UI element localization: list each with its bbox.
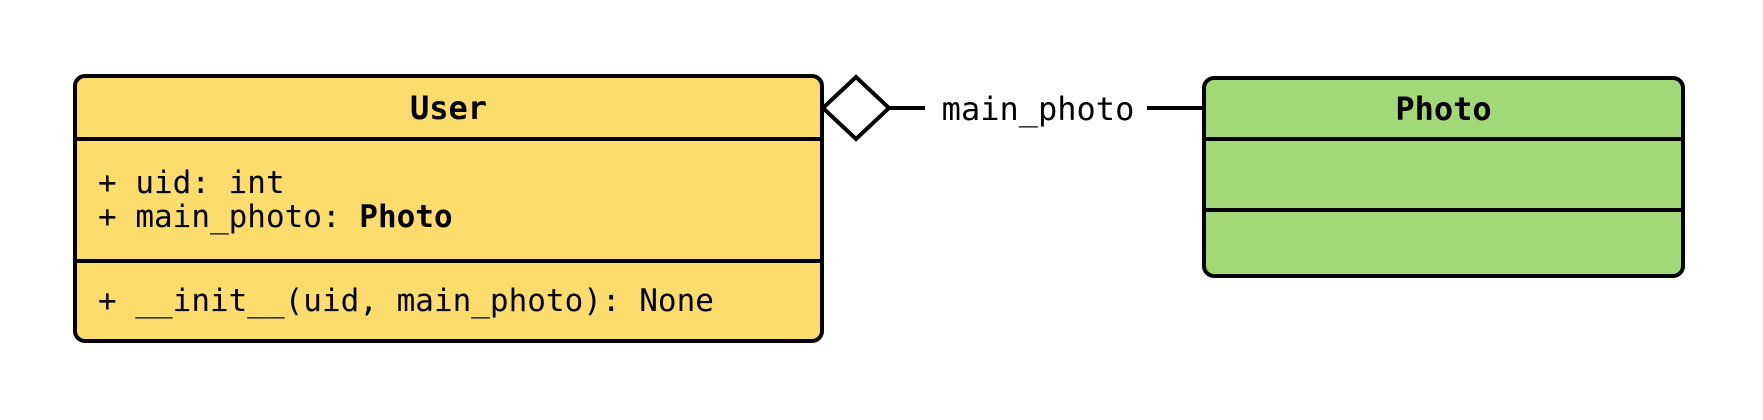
attribute-row: + main_photo: Photo bbox=[98, 200, 820, 234]
user-attributes-section: + uid: int + main_photo: Photo bbox=[77, 141, 820, 263]
method-row: + __init__(uid, main_photo): None bbox=[98, 284, 820, 318]
class-title-photo: Photo bbox=[1206, 80, 1681, 141]
relationship-label-background bbox=[925, 86, 1147, 130]
aggregation-diamond-icon bbox=[820, 74, 892, 142]
attribute-type: Photo bbox=[359, 199, 453, 235]
user-methods-section: + __init__(uid, main_photo): None bbox=[77, 263, 820, 339]
method-text: + __init__(uid, main_photo): None bbox=[98, 283, 714, 319]
attribute-text: + main_photo: bbox=[98, 199, 360, 235]
class-box-user: User + uid: int + main_photo: Photo + __… bbox=[73, 74, 824, 343]
attribute-text: + uid: int bbox=[98, 165, 285, 201]
attribute-row: + uid: int bbox=[98, 166, 820, 200]
photo-attributes-section bbox=[1206, 141, 1681, 212]
class-title-user: User bbox=[77, 78, 820, 141]
photo-methods-section bbox=[1206, 212, 1681, 274]
class-box-photo: Photo bbox=[1202, 76, 1685, 278]
relationship-label: main_photo bbox=[942, 90, 1135, 128]
